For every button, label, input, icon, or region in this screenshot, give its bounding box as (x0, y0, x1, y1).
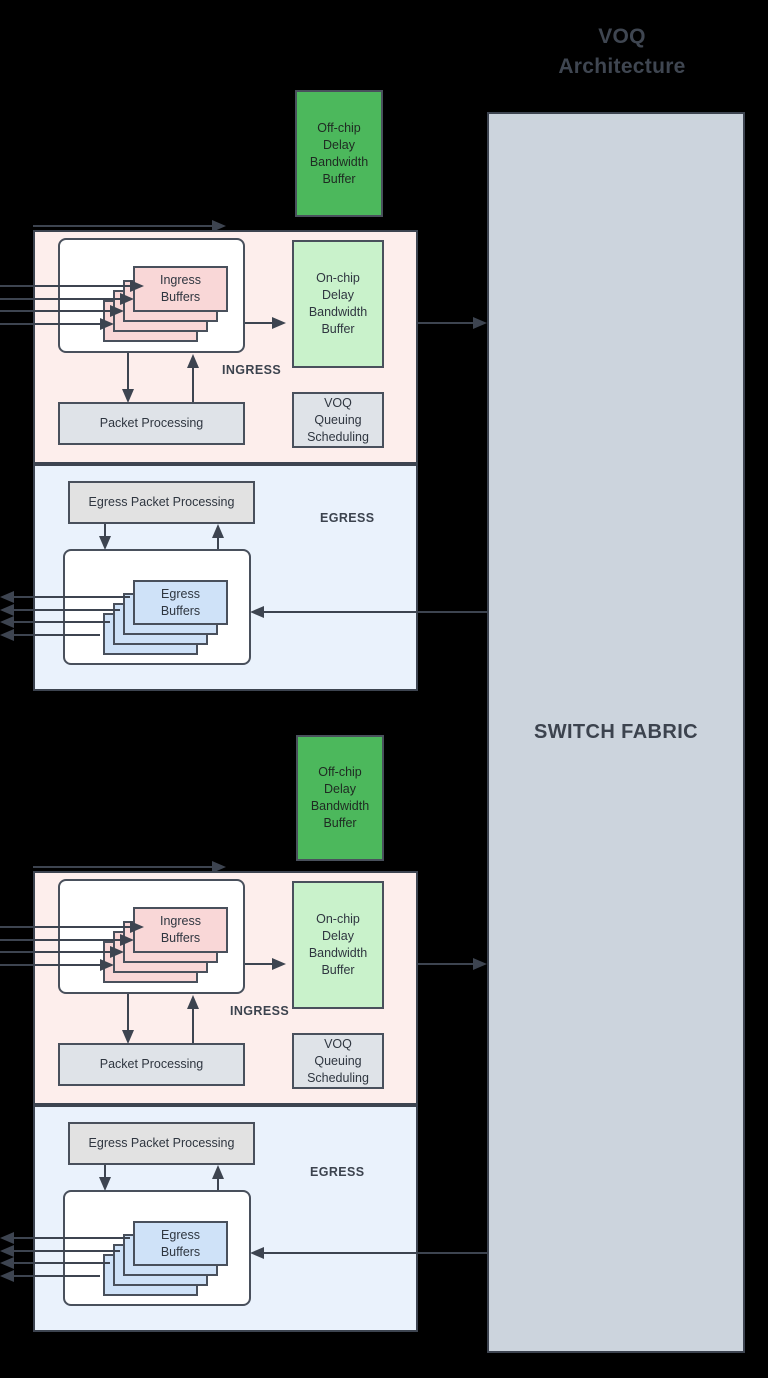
offchip-delay-bandwidth-buffer-1[interactable]: Off-chip Delay Bandwidth Buffer (295, 90, 383, 217)
ingress-to-fabric-arrow-1 (418, 317, 487, 329)
ingress-zone-label-2: INGRESS (230, 1004, 290, 1018)
ingress-buffers-label-line-2: Buffers (160, 290, 201, 304)
voq-label-line-2: Queuing (314, 1053, 362, 1068)
onchip-buffer-label-line-1: On-chip (316, 271, 360, 285)
offchip-buffer-label-line-4: Buffer (323, 816, 357, 830)
switch-fabric[interactable]: SWITCH FABRIC (487, 112, 745, 1353)
ingress-to-fabric-arrow-2 (418, 958, 487, 970)
ingress-buffers[interactable]: Ingress Buffers (133, 907, 228, 953)
egress-packet-processing-label: Egress Packet Processing (88, 495, 235, 509)
onchip-buffer-label-line-4: Buffer (321, 322, 355, 336)
page-title: VOQ Architecture (492, 22, 752, 82)
offchip-buffer-label-line-2: Delay (323, 137, 355, 152)
voq-queuing-scheduling-1[interactable]: VOQ Queuing Scheduling (292, 392, 384, 448)
page-title-line2: Architecture (558, 55, 686, 78)
egress-buffers[interactable]: Egress Buffers (133, 580, 228, 625)
egress-buffers-label-line-2: Buffers (160, 1244, 201, 1259)
packet-processing-1[interactable]: Packet Processing (58, 402, 245, 445)
onchip-buffer-label-line-1: On-chip (316, 912, 360, 926)
ingress-zone-label-1: INGRESS (222, 363, 282, 377)
egress-packet-processing-2[interactable]: Egress Packet Processing (68, 1122, 255, 1165)
voq-queuing-scheduling-2[interactable]: VOQ Queuing Scheduling (292, 1033, 384, 1089)
ingress-buffers-label-line-2: Buffers (160, 931, 201, 945)
voq-label-line-2: Queuing (314, 412, 362, 427)
egress-buffers-label-line-1: Egress (161, 1227, 200, 1242)
offchip-buffer-label-line-2: Delay (324, 782, 356, 796)
packet-processing-label: Packet Processing (99, 1057, 204, 1071)
packet-processing-2[interactable]: Packet Processing (58, 1043, 245, 1086)
offchip-buffer-label-line-3: Bandwidth (310, 799, 370, 813)
ingress-buffers[interactable]: Ingress Buffers (133, 266, 228, 312)
packet-processing-label: Packet Processing (99, 416, 204, 430)
onchip-delay-bandwidth-buffer-1[interactable]: On-chip Delay Bandwidth Buffer (292, 240, 384, 368)
onchip-buffer-label-line-4: Buffer (321, 963, 355, 977)
egress-zone-label-2: EGRESS (310, 1165, 365, 1179)
voq-label-line-1: VOQ (324, 1036, 352, 1051)
onchip-delay-bandwidth-buffer-2[interactable]: On-chip Delay Bandwidth Buffer (292, 881, 384, 1009)
offchip-buffer-label-line-3: Bandwidth (309, 154, 369, 169)
egress-buffers-label-line-1: Egress (161, 586, 200, 601)
egress-buffers[interactable]: Egress Buffers (133, 1221, 228, 1266)
egress-packet-processing-label: Egress Packet Processing (88, 1136, 235, 1150)
offchip-buffer-label-line-4: Buffer (322, 171, 356, 186)
offchip-buffer-label-line-1: Off-chip (318, 765, 362, 779)
egress-zone-label-1: EGRESS (320, 511, 375, 525)
onchip-buffer-label-line-3: Bandwidth (308, 946, 368, 960)
onchip-buffer-label-line-2: Delay (322, 288, 354, 302)
voq-label-line-3: Scheduling (307, 429, 369, 444)
offchip-buffer-label-line-1: Off-chip (317, 120, 361, 135)
ingress-buffers-label-line-1: Ingress (160, 914, 201, 928)
voq-label-line-3: Scheduling (307, 1070, 369, 1085)
voq-label-line-1: VOQ (324, 395, 352, 410)
egress-buffers-label-line-2: Buffers (160, 603, 201, 618)
egress-packet-processing-1[interactable]: Egress Packet Processing (68, 481, 255, 524)
ingress-buffers-label-line-1: Ingress (160, 273, 201, 287)
page-title-line1: VOQ (598, 25, 646, 48)
onchip-buffer-label-line-2: Delay (322, 929, 354, 943)
onchip-buffer-label-line-3: Bandwidth (308, 305, 368, 319)
offchip-delay-bandwidth-buffer-2[interactable]: Off-chip Delay Bandwidth Buffer (296, 735, 384, 861)
switch-fabric-label: SWITCH FABRIC (533, 721, 699, 743)
